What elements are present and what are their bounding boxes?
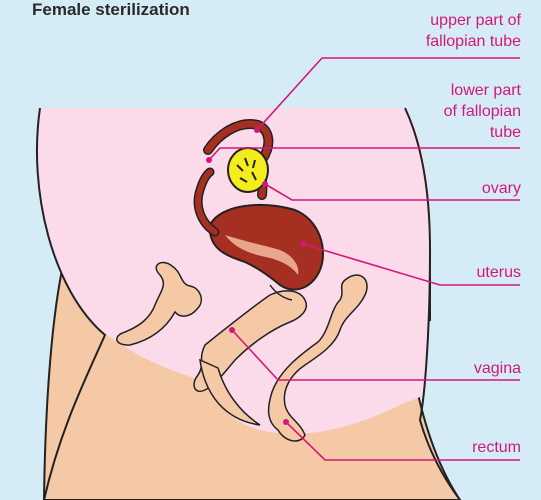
- label-rectum: rectum: [472, 437, 521, 458]
- label-upper-fallopian-tube: upper part of fallopian tube: [426, 10, 521, 52]
- label-line: of fallopian: [444, 101, 521, 122]
- ovary-shape: [228, 148, 268, 192]
- label-line: fallopian tube: [426, 31, 521, 52]
- marker-vagina: [229, 327, 235, 333]
- label-uterus: uterus: [477, 262, 521, 283]
- marker-lower-tube: [206, 157, 212, 163]
- marker-ovary: [262, 181, 268, 187]
- marker-upper-tube: [254, 127, 260, 133]
- marker-uterus: [300, 241, 306, 247]
- label-lower-fallopian-tube: lower part of fallopian tube: [444, 80, 521, 143]
- label-vagina: vagina: [474, 358, 521, 379]
- label-line: tube: [444, 122, 521, 143]
- label-ovary: ovary: [482, 178, 521, 199]
- marker-rectum: [283, 419, 289, 425]
- label-line: upper part of: [426, 10, 521, 31]
- label-line: lower part: [444, 80, 521, 101]
